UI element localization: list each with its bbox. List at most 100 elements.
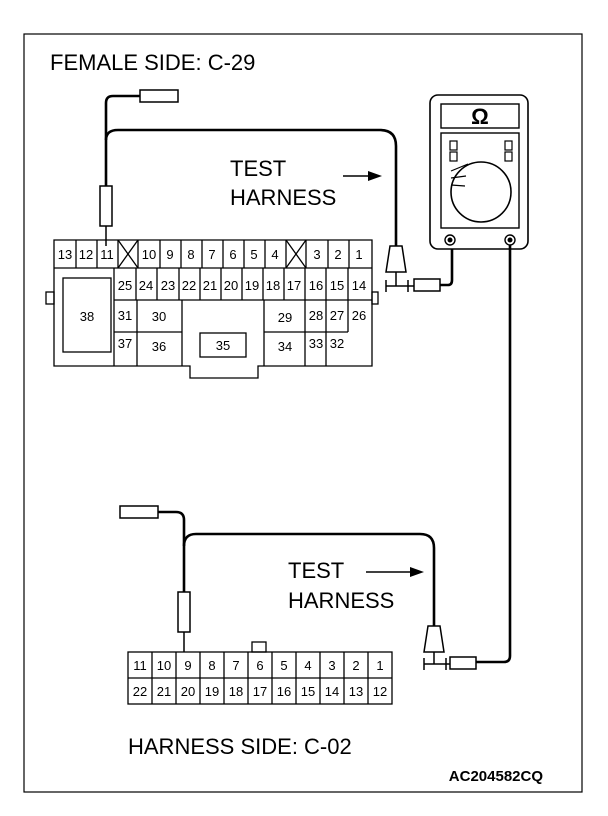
cavity-38-outline (62, 277, 112, 353)
pin-label: 4 (304, 658, 311, 673)
pin-label: 20 (224, 278, 238, 293)
figure-frame (23, 33, 583, 793)
arrow-top (343, 171, 382, 181)
pin-label: 8 (208, 658, 215, 673)
pin-label: 30 (152, 309, 166, 324)
pin-label: 5 (250, 247, 257, 262)
harness-wire-bottom-free-end (158, 510, 186, 592)
female-pin-labels: 13 12 11 10 9 8 7 6 5 4 3 2 1 25 24 23 2… (58, 247, 366, 354)
figure-code: AC204582CQ (449, 768, 544, 785)
pin-label: 29 (278, 310, 292, 325)
pin-label: 6 (256, 658, 263, 673)
female-connector-left-latch (45, 291, 55, 305)
pin-label: 4 (271, 247, 278, 262)
pin-label: 28 (309, 308, 323, 323)
pin-label: 25 (118, 278, 132, 293)
pin-label: 21 (203, 278, 217, 293)
pin-label: 33 (309, 336, 323, 351)
harness-connector-lock (251, 641, 267, 653)
harness-top-clip-jaws (385, 280, 409, 292)
range-switch-mark (504, 140, 513, 151)
pin-label: 34 (278, 339, 292, 354)
harness-bottom-clip-jaws (423, 658, 447, 670)
pin-label: 24 (139, 278, 153, 293)
pin-label: 9 (184, 658, 191, 673)
pin-label: 1 (355, 247, 362, 262)
range-switch-mark (449, 151, 458, 162)
pin-label: 12 (373, 684, 387, 699)
pin-label: 2 (352, 658, 359, 673)
pin-label: 38 (80, 309, 94, 324)
pin-label: 16 (277, 684, 291, 699)
meter-display (440, 103, 520, 129)
harness-pin-labels: 11 10 9 8 7 6 5 4 3 2 1 22 21 20 19 18 1… (133, 658, 387, 699)
cavity-35-outline (199, 332, 247, 358)
probe-pin-9 (177, 591, 191, 633)
pin-label: 16 (309, 278, 323, 293)
female-connector-body (53, 239, 373, 379)
pin-label: 14 (325, 684, 339, 699)
harness-plug-top-free-end (139, 89, 179, 103)
pin-label: 7 (232, 658, 239, 673)
pin-label: 22 (182, 278, 196, 293)
ohm-icon: Ω (471, 104, 489, 129)
pin-label: 18 (229, 684, 243, 699)
harness-wire-top-free-end (104, 94, 140, 186)
pin-label: 35 (216, 338, 230, 353)
test-harness-top (99, 89, 454, 292)
pin-label: 31 (118, 308, 132, 323)
pin-label: 15 (301, 684, 315, 699)
pin-label: 12 (79, 247, 93, 262)
pin-label: 11 (100, 247, 114, 262)
pin-label: 8 (187, 247, 194, 262)
pin-label: 17 (287, 278, 301, 293)
pin-label: 21 (157, 684, 171, 699)
pin-label: 5 (280, 658, 287, 673)
harness-plug-bottom-free-end (119, 505, 159, 519)
pin-label: 32 (330, 336, 344, 351)
pin-label: 13 (58, 247, 72, 262)
pin-label: 22 (133, 684, 147, 699)
test-harness-top-line2: HARNESS (230, 185, 336, 210)
pin-label: 26 (352, 308, 366, 323)
harness-wire-bottom-main (182, 532, 436, 626)
pin-label: 6 (229, 247, 236, 262)
range-switch-mark (504, 151, 513, 162)
pin-label: 14 (352, 278, 366, 293)
pin-label: 7 (208, 247, 215, 262)
test-harness-top-line1: TEST (230, 156, 286, 181)
female-side-title: FEMALE SIDE: C-29 (50, 50, 255, 75)
pin-label: 18 (266, 278, 280, 293)
harness-top-clip-body (385, 245, 407, 273)
pin-label: 19 (245, 278, 259, 293)
rotary-dial (450, 161, 512, 223)
pin-label: 27 (330, 308, 344, 323)
meter-lead-top-plug (413, 278, 441, 292)
meter-lead-bottom-plug (449, 656, 477, 670)
meter-lead-bottom (474, 245, 512, 664)
harness-bottom-clip-body (423, 625, 445, 653)
ohmmeter (429, 94, 529, 250)
pin-label: 3 (328, 658, 335, 673)
pin-label: 10 (157, 658, 171, 673)
pin-label: 11 (133, 658, 147, 673)
pin-label: 13 (349, 684, 363, 699)
harness-connector (127, 641, 393, 705)
pin-label: 37 (118, 336, 132, 351)
female-connector (45, 239, 379, 379)
range-switch-mark (449, 140, 458, 151)
pin-label: 15 (330, 278, 344, 293)
pin-label: 23 (161, 278, 175, 293)
pin-label: 19 (205, 684, 219, 699)
harness-wire-top-main (104, 128, 398, 246)
harness-side-title: HARNESS SIDE: C-02 (128, 734, 352, 759)
pin-label: 1 (376, 658, 383, 673)
pin-label: 9 (166, 247, 173, 262)
arrow-bottom (366, 567, 424, 577)
test-harness-bottom (119, 505, 477, 670)
meter-lead-top (440, 240, 454, 287)
test-harness-bottom-line2: HARNESS (288, 588, 394, 613)
pin-label: 17 (253, 684, 267, 699)
test-harness-bottom-line1: TEST (288, 558, 344, 583)
